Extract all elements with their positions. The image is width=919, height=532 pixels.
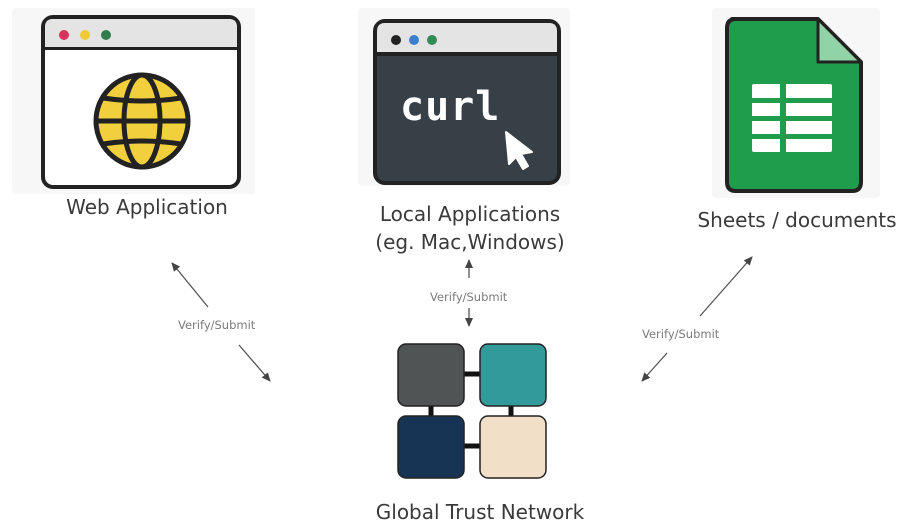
browser-minimize-dot bbox=[80, 30, 90, 40]
local-apps-label-line1: Local Applications bbox=[379, 202, 561, 226]
web-app-arrow bbox=[171, 262, 271, 382]
network-tile-navy bbox=[397, 415, 465, 479]
terminal-dot-1 bbox=[391, 35, 401, 45]
network-tile-teal bbox=[479, 343, 547, 407]
browser-window-icon bbox=[41, 15, 241, 189]
browser-maximize-dot bbox=[101, 30, 111, 40]
sheets-arrow bbox=[641, 256, 753, 382]
browser-close-dot bbox=[59, 30, 69, 40]
web-app-label: Web Application bbox=[66, 195, 228, 219]
web-app-edge-label: Verify/Submit bbox=[178, 318, 256, 332]
local-apps-edge-label: Verify/Submit bbox=[430, 290, 508, 304]
terminal-command-text: curl bbox=[400, 84, 501, 130]
network-tile-beige bbox=[479, 415, 547, 479]
trust-network-label: Global Trust Network bbox=[375, 500, 585, 524]
spreadsheet-icon bbox=[725, 17, 863, 193]
sheets-label: Sheets / documents bbox=[697, 208, 897, 232]
terminal-dot-2 bbox=[409, 35, 419, 45]
network-tile-dark-gray bbox=[397, 343, 465, 407]
terminal-window-icon bbox=[373, 19, 561, 185]
terminal-dot-3 bbox=[427, 35, 437, 45]
mouse-cursor-icon bbox=[505, 131, 533, 170]
globe-icon bbox=[93, 72, 191, 170]
trust-network-icon bbox=[397, 343, 547, 479]
local-apps-label-line2: (eg. Mac,Windows) bbox=[375, 230, 565, 254]
sheets-edge-label: Verify/Submit bbox=[642, 327, 720, 341]
